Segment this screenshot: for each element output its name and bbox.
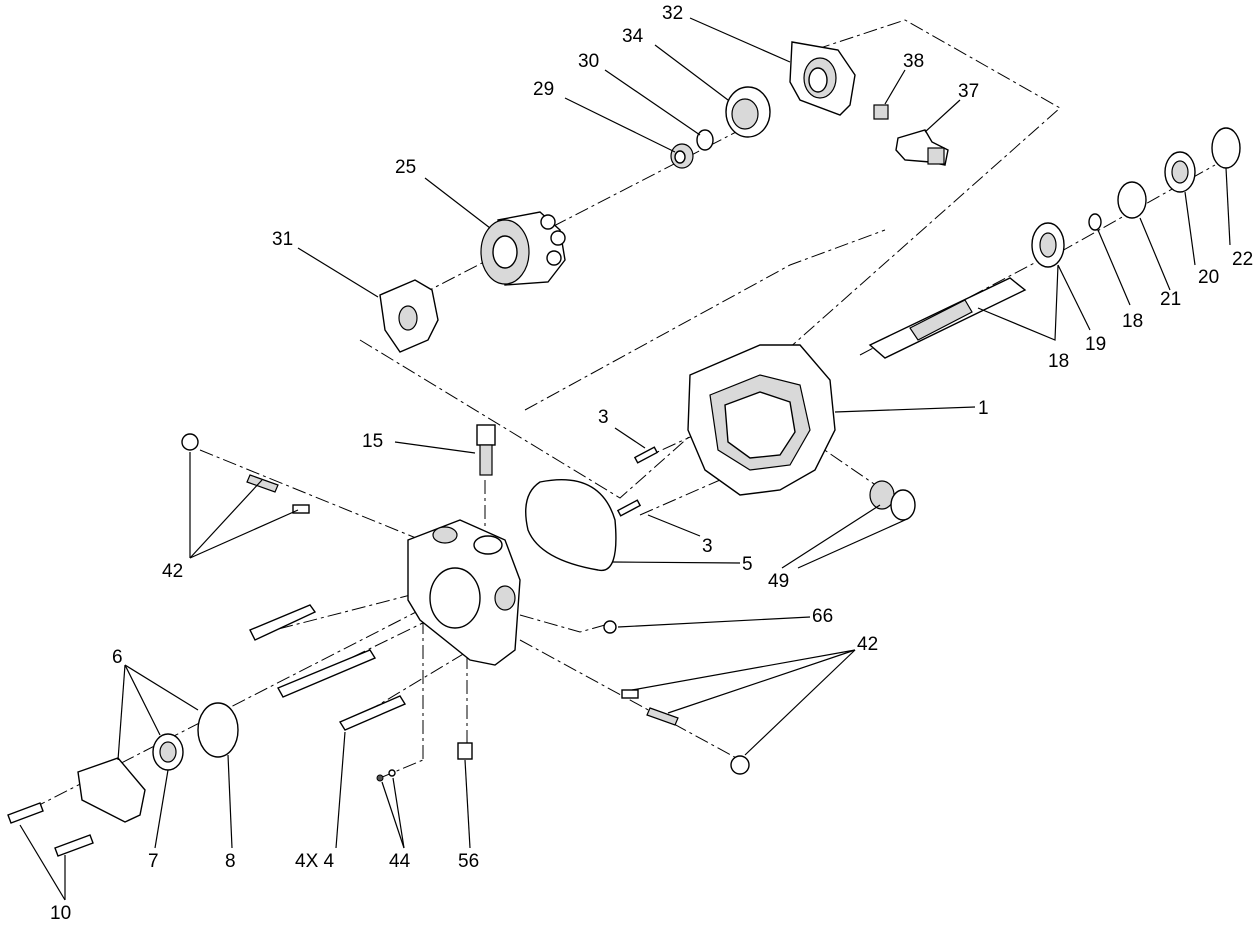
- callout-21: 21: [1160, 289, 1182, 310]
- callout-34: 34: [622, 26, 644, 47]
- part-21-ring: [1117, 181, 1147, 219]
- part-7-charge-pump: [152, 733, 184, 771]
- callout-10: 10: [50, 903, 72, 924]
- callout-42-left: 42: [162, 561, 184, 582]
- part-3-dowel-a: [633, 446, 659, 464]
- part-bolts: [7, 604, 407, 857]
- callout-56: 56: [458, 851, 480, 872]
- part-25-cylinder-barrel: [480, 211, 566, 286]
- part-56-plug: [457, 742, 473, 760]
- part-5-gasket: [525, 478, 617, 572]
- part-44-balls: [376, 769, 396, 782]
- callout-4: 4X 4: [295, 851, 335, 872]
- callout-30: 30: [578, 51, 600, 72]
- part-30-ring: [696, 129, 714, 151]
- part-end-cover-block: [407, 519, 521, 666]
- callout-38: 38: [903, 51, 925, 72]
- callout-3-lower: 3: [702, 536, 713, 557]
- part-6-cover: [77, 757, 146, 823]
- leader-lines: [19, 17, 1231, 901]
- callout-44: 44: [389, 851, 411, 872]
- part-8-o-ring: [197, 702, 239, 758]
- callout-20: 20: [1198, 267, 1220, 288]
- part-shaft: [868, 277, 1027, 359]
- part-31-plate: [379, 279, 439, 353]
- callout-66: 66: [812, 606, 834, 627]
- callout-49: 49: [768, 571, 790, 592]
- callout-32: 32: [662, 3, 684, 24]
- callout-37: 37: [958, 81, 980, 102]
- part-22-snap-ring: [1211, 127, 1241, 169]
- part-32-end-plate: [789, 41, 856, 116]
- part-15-valve: [476, 424, 496, 476]
- callout-5: 5: [742, 554, 753, 575]
- callout-22: 22: [1232, 249, 1254, 270]
- part-42-relief-left: [181, 433, 310, 514]
- callout-29: 29: [533, 79, 555, 100]
- callout-18-top: 18: [1122, 311, 1144, 332]
- part-34-seal: [725, 86, 771, 138]
- part-29-spring: [670, 143, 694, 169]
- callout-19: 19: [1085, 334, 1107, 355]
- callout-25: 25: [395, 157, 417, 178]
- part-20-bearing: [1164, 151, 1196, 193]
- callout-31: 31: [272, 229, 294, 250]
- part-3-dowel-b: [616, 499, 642, 517]
- callout-42-right: 42: [857, 634, 879, 655]
- part-18-ring: [1088, 213, 1102, 231]
- part-38-key: [873, 104, 889, 120]
- callout-8: 8: [225, 851, 236, 872]
- part-42-relief-right: [621, 689, 750, 775]
- callout-1: 1: [978, 398, 989, 419]
- callout-18-bottom: 18: [1048, 351, 1070, 372]
- part-37-lever: [895, 129, 949, 166]
- part-1-housing: [687, 344, 836, 496]
- part-66-plug: [603, 620, 617, 634]
- callout-6: 6: [112, 647, 123, 668]
- callout-3-upper: 3: [598, 407, 609, 428]
- callout-15: 15: [362, 431, 384, 452]
- callout-7: 7: [148, 851, 159, 872]
- assembly-axis-lines: [9, 19, 1216, 821]
- part-19-bearing: [1031, 222, 1065, 268]
- part-49-seal: [869, 480, 916, 521]
